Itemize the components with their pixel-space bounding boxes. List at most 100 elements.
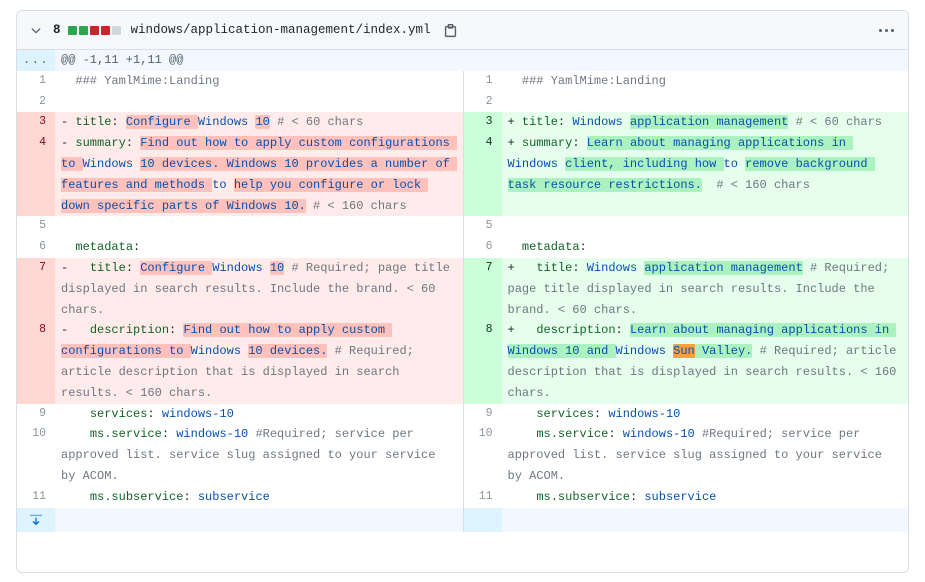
line-number-left[interactable]: 10 <box>17 424 55 487</box>
code-token: summary <box>75 136 126 151</box>
code-cell-left[interactable]: services: windows-10 <box>55 403 464 425</box>
deleted-word: 10 <box>269 260 285 275</box>
code-token: # < 160 chars <box>716 177 810 192</box>
code-cell-right[interactable]: + title: Windows application management … <box>501 257 908 321</box>
code-cell-left[interactable]: ms.subservice: subservice <box>55 486 464 508</box>
code-token: Windows <box>572 115 630 130</box>
code-token <box>508 490 537 504</box>
line-number-right[interactable]: 9 <box>463 403 502 425</box>
line-number-right[interactable]: 4 <box>463 133 502 217</box>
code-token: Windows <box>615 344 674 359</box>
code-token: services <box>536 406 594 421</box>
code-cell-left[interactable] <box>55 216 464 238</box>
code-token: + <box>507 136 522 151</box>
code-token: #Required; service per approved list. se… <box>61 427 443 483</box>
code-cell-right[interactable]: ms.subservice: subservice <box>501 486 908 508</box>
code-token: metadata <box>521 240 580 255</box>
code-token: title <box>521 115 558 130</box>
code-cell-right[interactable]: + title: Windows application management … <box>501 112 908 134</box>
code-token: title <box>536 260 573 275</box>
code-token: subservice <box>644 489 717 504</box>
code-token: - <box>61 323 90 338</box>
expand-up-button[interactable]: ... <box>17 50 55 71</box>
code-token: ms.subservice <box>89 489 184 504</box>
line-number-left[interactable]: 4 <box>17 133 55 217</box>
line-number-left[interactable]: 2 <box>17 91 55 113</box>
line-number-left[interactable]: 6 <box>17 237 55 258</box>
line-number-left[interactable]: 3 <box>17 112 55 134</box>
code-token: windows-10 <box>622 427 695 442</box>
code-cell-right[interactable]: ### YamlMime:Landing <box>501 70 908 92</box>
code-token: : <box>147 406 162 421</box>
code-token: title <box>75 115 112 130</box>
line-number-left[interactable]: 7 <box>17 257 55 321</box>
code-cell-left[interactable] <box>55 91 464 113</box>
code-token: : <box>125 260 141 275</box>
code-token: Windows <box>190 344 249 359</box>
code-token: to <box>212 177 234 192</box>
line-number-right[interactable]: 11 <box>463 486 502 508</box>
line-number-left[interactable]: 9 <box>17 403 55 425</box>
expand-down-row[interactable] <box>17 507 908 532</box>
code-token: title <box>89 260 126 275</box>
added-word: Learn about managing applications in <box>629 323 897 338</box>
line-number-left[interactable]: 8 <box>17 320 55 404</box>
line-number-right[interactable]: 10 <box>463 424 502 487</box>
code-token: : <box>572 260 587 275</box>
code-token: subservice <box>197 489 270 504</box>
expand-down-filler-right <box>501 507 908 532</box>
line-number-right[interactable]: 5 <box>463 216 502 238</box>
spellcheck-highlight: Sun <box>673 344 695 359</box>
code-cell-left[interactable]: - description: Find out how to apply cus… <box>55 320 464 404</box>
change-count: 8 <box>53 23 61 37</box>
diff-change-row: 4- summary: Find out how to apply custom… <box>17 133 908 217</box>
code-token <box>508 427 537 441</box>
line-number-right[interactable]: 8 <box>463 320 502 404</box>
code-cell-right[interactable]: + summary: Learn about managing applicat… <box>501 133 908 217</box>
copy-path-icon[interactable] <box>440 19 462 41</box>
code-cell-right[interactable]: + description: Learn about managing appl… <box>501 320 908 404</box>
line-number-right[interactable]: 3 <box>463 112 502 134</box>
file-diff-container: 8 windows/application-management/index.y… <box>16 10 909 573</box>
diffstat-block <box>100 25 110 35</box>
line-number-right[interactable]: 6 <box>463 237 502 258</box>
expand-down-button[interactable] <box>17 507 55 532</box>
code-token: # Required; page title displayed in sear… <box>61 260 458 317</box>
code-token: # < 160 chars <box>313 198 407 213</box>
code-cell-right[interactable]: services: windows-10 <box>501 403 908 425</box>
diffstat-block <box>89 25 99 35</box>
code-token: ms.service <box>89 427 162 442</box>
code-token: + <box>507 323 537 338</box>
code-cell-left[interactable]: - summary: Find out how to apply custom … <box>55 133 464 217</box>
line-number-left[interactable]: 5 <box>17 216 55 238</box>
line-number-right[interactable]: 1 <box>463 70 502 92</box>
file-path[interactable]: windows/application-management/index.yml <box>130 23 431 37</box>
code-token: : <box>161 427 177 442</box>
code-token: windows-10 <box>176 427 249 442</box>
code-cell-left[interactable]: ms.service: windows-10 #Required; servic… <box>55 424 464 487</box>
code-cell-right[interactable]: ms.service: windows-10 #Required; servic… <box>501 424 908 487</box>
code-token <box>327 344 334 358</box>
line-number-left[interactable]: 1 <box>17 70 55 92</box>
chevron-down-icon[interactable] <box>25 19 47 41</box>
diffstat-block <box>67 25 77 35</box>
hunk-range: @@ -1,11 +1,11 @@ <box>55 50 908 71</box>
code-token: services <box>89 406 148 421</box>
line-number-right[interactable]: 7 <box>463 257 502 321</box>
code-cell-right[interactable] <box>501 216 908 238</box>
kebab-horizontal-icon[interactable] <box>874 18 898 42</box>
code-cell-left[interactable]: ### YamlMime:Landing <box>55 70 464 92</box>
code-cell-left[interactable]: - title: Configure Windows 10 # < 60 cha… <box>55 112 464 134</box>
code-token: ### YamlMime:Landing <box>75 73 220 88</box>
code-cell-left[interactable]: metadata: <box>55 237 464 258</box>
code-token <box>508 407 537 421</box>
code-token: - <box>61 115 76 130</box>
diff-change-row: 7- title: Configure Windows 10 # Require… <box>17 257 908 321</box>
deleted-word: 10 devices. <box>248 344 328 359</box>
code-cell-left[interactable]: - title: Configure Windows 10 # Required… <box>55 257 464 321</box>
code-cell-right[interactable]: metadata: <box>501 237 908 258</box>
line-number-right[interactable]: 2 <box>463 91 502 113</box>
code-cell-right[interactable] <box>501 91 908 113</box>
line-number-left[interactable]: 11 <box>17 486 55 508</box>
